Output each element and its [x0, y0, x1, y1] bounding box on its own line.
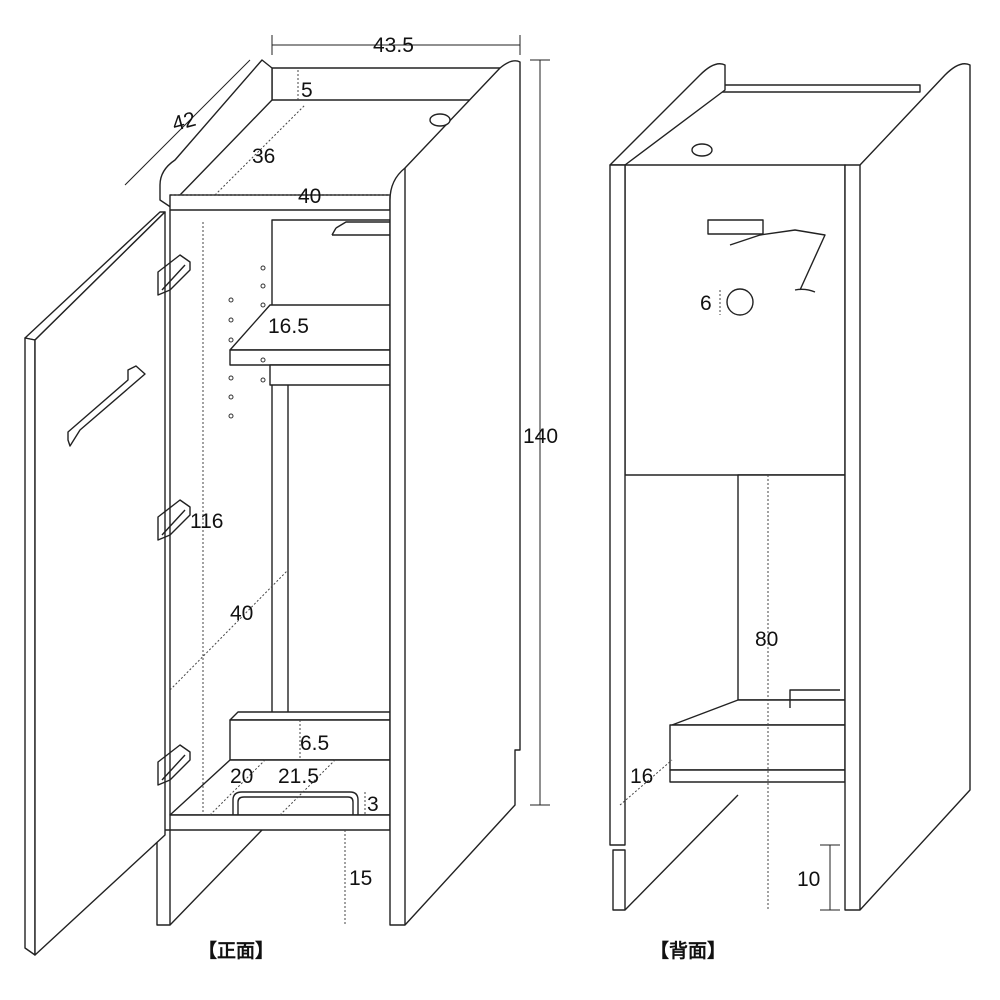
dim-drawer-height: 6.5 [300, 732, 329, 755]
dim-plinth-height: 10 [797, 868, 820, 891]
dim-drawer-width: 21.5 [278, 765, 319, 788]
back-caption: 【背面】 [650, 939, 726, 962]
door-handle [67, 365, 146, 447]
dim-drawer-depth: 20 [230, 765, 253, 788]
dim-width: 43.5 [373, 34, 414, 57]
door-edge [24, 337, 36, 956]
left-plinth [156, 829, 171, 926]
dim-hole: 6 [700, 292, 712, 315]
front-caption: 【正面】 [198, 939, 274, 962]
inner-back-panel [271, 219, 391, 716]
back-left-panel [609, 164, 626, 846]
back-view: 6 80 16 10 【背面】 [609, 63, 971, 962]
shelf-top [229, 304, 391, 351]
shelf-front [229, 349, 391, 366]
dim-top-gap: 5 [301, 79, 313, 102]
door [34, 211, 166, 956]
dim-handle-height: 3 [367, 793, 379, 816]
bottom-board [169, 814, 391, 831]
front-dimension-lines [124, 35, 550, 925]
back-upper-panel [624, 164, 846, 476]
top-board [169, 194, 391, 211]
cable-grommet [429, 113, 451, 127]
back-drawer-top [671, 699, 846, 726]
front-view: 43.5 42 5 36 40 16.5 140 116 40 6.5 20 2… [24, 34, 558, 962]
dim-inner-depth: 36 [252, 145, 275, 168]
dim-inner-height: 116 [190, 510, 223, 533]
dim-inner-width: 40 [298, 185, 321, 208]
wall-hole [726, 288, 754, 316]
cable-grommet [691, 143, 713, 157]
right-side-panel [389, 60, 521, 926]
back-dimension-lines [619, 290, 840, 911]
left-side-top [609, 63, 726, 166]
hinges [157, 254, 191, 786]
dim-lower-width: 40 [230, 602, 253, 625]
dim-shelf-depth: 16.5 [268, 315, 309, 338]
dim-plinth-height: 15 [349, 867, 372, 890]
bracket [707, 219, 764, 235]
lower-opening-back [737, 474, 846, 701]
drawer-top [229, 711, 391, 721]
dim-height: 140 [523, 425, 558, 448]
drawer-handle [232, 791, 359, 815]
shelf-pin-holes [228, 265, 266, 419]
dim-depth: 42 [170, 108, 199, 136]
back-right-panel [844, 63, 971, 911]
wire [729, 229, 826, 293]
back-drawer-front [669, 724, 846, 771]
hanger-rod [331, 221, 390, 236]
dim-drawer-height: 16 [630, 765, 653, 788]
dim-opening-height: 80 [755, 628, 778, 651]
